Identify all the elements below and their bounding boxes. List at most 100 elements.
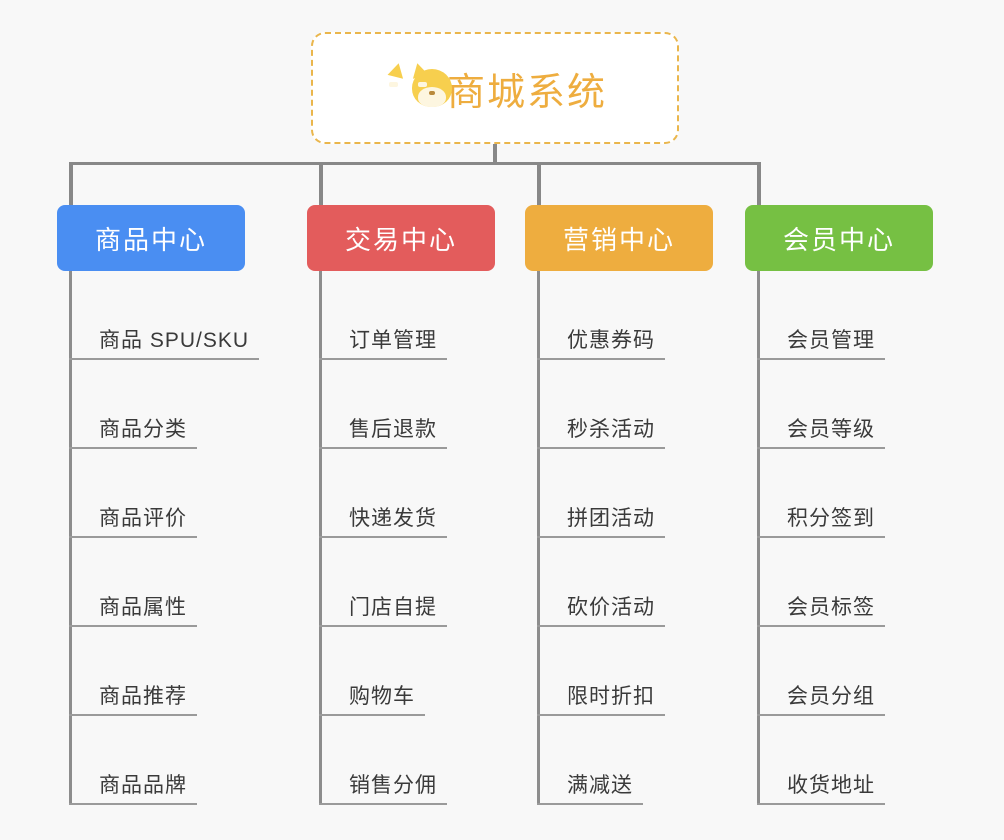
leaf-item[interactable]: 商品属性 (69, 538, 249, 627)
leaf-item-label: 商品品牌 (99, 774, 187, 797)
leaf-item[interactable]: 商品评价 (69, 449, 249, 538)
leaf-item[interactable]: 积分签到 (757, 449, 933, 538)
leaf-item[interactable]: 收货地址 (757, 716, 933, 805)
leaf-item-underline (69, 803, 197, 805)
leaf-item[interactable]: 售后退款 (319, 360, 495, 449)
leaf-item[interactable]: 商品 SPU/SKU (69, 271, 259, 360)
leaf-item-underline (319, 803, 447, 805)
leaf-item-underline (757, 625, 885, 627)
category-label: 交易中心 (344, 224, 457, 255)
leaf-item-label: 收货地址 (787, 774, 875, 797)
leaf-item-underline (537, 536, 665, 538)
leaf-item[interactable]: 销售分佣 (319, 716, 495, 805)
leaf-item-label: 商品 SPU/SKU (99, 329, 250, 352)
leaf-item-label: 商品推荐 (99, 685, 187, 708)
leaf-item[interactable]: 满减送 (537, 716, 713, 805)
leaf-item-label: 秒杀活动 (567, 418, 655, 441)
leaf-item-label: 会员管理 (787, 329, 875, 352)
shiba-dog-face-icon (383, 61, 452, 113)
leaf-item-underline (319, 536, 447, 538)
leaf-item-underline (69, 447, 197, 449)
category-label: 商品中心 (94, 224, 207, 255)
root-node[interactable]: 商城系统 (311, 32, 679, 144)
connector-drop-trade-center (319, 162, 323, 205)
leaf-item-underline (69, 358, 259, 360)
leaf-item-underline (537, 358, 665, 360)
category-column-trade-center: 交易中心订单管理售后退款快递发货门店自提购物车销售分佣 (307, 205, 495, 805)
leaf-item-label: 会员等级 (787, 418, 875, 441)
leaf-item-underline (757, 447, 885, 449)
leaf-item[interactable]: 会员管理 (757, 271, 933, 360)
category-column-marketing-center: 营销中心优惠券码秒杀活动拼团活动砍价活动限时折扣满减送 (525, 205, 713, 805)
category-box-product-center[interactable]: 商品中心 (57, 205, 245, 271)
leaf-item-label: 购物车 (349, 685, 415, 708)
leaf-item[interactable]: 商品推荐 (69, 627, 249, 716)
leaf-item-label: 商品属性 (99, 596, 187, 619)
leaf-item-underline (69, 714, 197, 716)
category-label: 营销中心 (562, 224, 675, 255)
category-column-member-center: 会员中心会员管理会员等级积分签到会员标签会员分组收货地址 (745, 205, 933, 805)
leaf-item-label: 限时折扣 (567, 685, 655, 708)
category-box-marketing-center[interactable]: 营销中心 (525, 205, 713, 271)
category-box-member-center[interactable]: 会员中心 (745, 205, 933, 271)
connector-spine-marketing-center (537, 271, 540, 805)
leaf-item[interactable]: 会员等级 (757, 360, 933, 449)
leaf-item-underline (757, 358, 885, 360)
leaf-item-underline (537, 803, 643, 805)
leaf-item-label: 满减送 (567, 774, 633, 797)
leaf-item-label: 销售分佣 (349, 774, 437, 797)
leaf-item[interactable]: 优惠券码 (537, 271, 713, 360)
leaf-item-underline (537, 714, 665, 716)
leaf-item[interactable]: 商品品牌 (69, 716, 249, 805)
leaf-item-label: 门店自提 (349, 596, 437, 619)
leaf-item[interactable]: 砍价活动 (537, 538, 713, 627)
leaf-item-label: 会员分组 (787, 685, 875, 708)
leaf-item[interactable]: 商品分类 (69, 360, 249, 449)
category-box-trade-center[interactable]: 交易中心 (307, 205, 495, 271)
leaf-item[interactable]: 购物车 (319, 627, 495, 716)
leaf-item-label: 拼团活动 (567, 507, 655, 530)
leaf-item-label: 积分签到 (787, 507, 875, 530)
leaf-item-label: 订单管理 (349, 329, 437, 352)
leaf-list-trade-center: 订单管理售后退款快递发货门店自提购物车销售分佣 (319, 271, 495, 805)
leaf-item[interactable]: 会员分组 (757, 627, 933, 716)
leaf-list-marketing-center: 优惠券码秒杀活动拼团活动砍价活动限时折扣满减送 (537, 271, 713, 805)
leaf-item-label: 砍价活动 (567, 596, 655, 619)
leaf-item-label: 商品分类 (99, 418, 187, 441)
leaf-item-underline (69, 536, 197, 538)
leaf-item-label: 售后退款 (349, 418, 437, 441)
leaf-item[interactable]: 秒杀活动 (537, 360, 713, 449)
leaf-list-member-center: 会员管理会员等级积分签到会员标签会员分组收货地址 (757, 271, 933, 805)
leaf-item-underline (319, 447, 447, 449)
leaf-item-underline (69, 625, 197, 627)
leaf-item[interactable]: 快递发货 (319, 449, 495, 538)
leaf-item-underline (319, 714, 425, 716)
leaf-item-label: 会员标签 (787, 596, 875, 619)
leaf-item[interactable]: 拼团活动 (537, 449, 713, 538)
leaf-item-underline (319, 625, 447, 627)
connector-drop-member-center (757, 162, 761, 205)
leaf-item-underline (757, 536, 885, 538)
leaf-item-underline (757, 714, 885, 716)
leaf-item-underline (319, 358, 447, 360)
leaf-item-label: 快递发货 (349, 507, 437, 530)
category-label: 会员中心 (782, 224, 895, 255)
leaf-item-label: 优惠券码 (567, 329, 655, 352)
connector-horizontal-bar (69, 162, 761, 165)
leaf-item-underline (537, 625, 665, 627)
connector-spine-trade-center (319, 271, 322, 805)
connector-spine-product-center (69, 271, 72, 805)
category-column-product-center: 商品中心商品 SPU/SKU 商品分类商品评价商品属性商品推荐商品品牌 (57, 205, 259, 805)
leaf-item[interactable]: 门店自提 (319, 538, 495, 627)
leaf-item-underline (537, 447, 665, 449)
connector-drop-marketing-center (537, 162, 541, 205)
leaf-item[interactable]: 会员标签 (757, 538, 933, 627)
page-title: 商城系统 (446, 71, 607, 114)
leaf-item[interactable]: 订单管理 (319, 271, 495, 360)
connector-root-stem (493, 144, 497, 165)
leaf-list-product-center: 商品 SPU/SKU 商品分类商品评价商品属性商品推荐商品品牌 (69, 271, 259, 805)
leaf-item[interactable]: 限时折扣 (537, 627, 713, 716)
leaf-item-label: 商品评价 (99, 507, 187, 530)
connector-drop-product-center (69, 162, 73, 205)
